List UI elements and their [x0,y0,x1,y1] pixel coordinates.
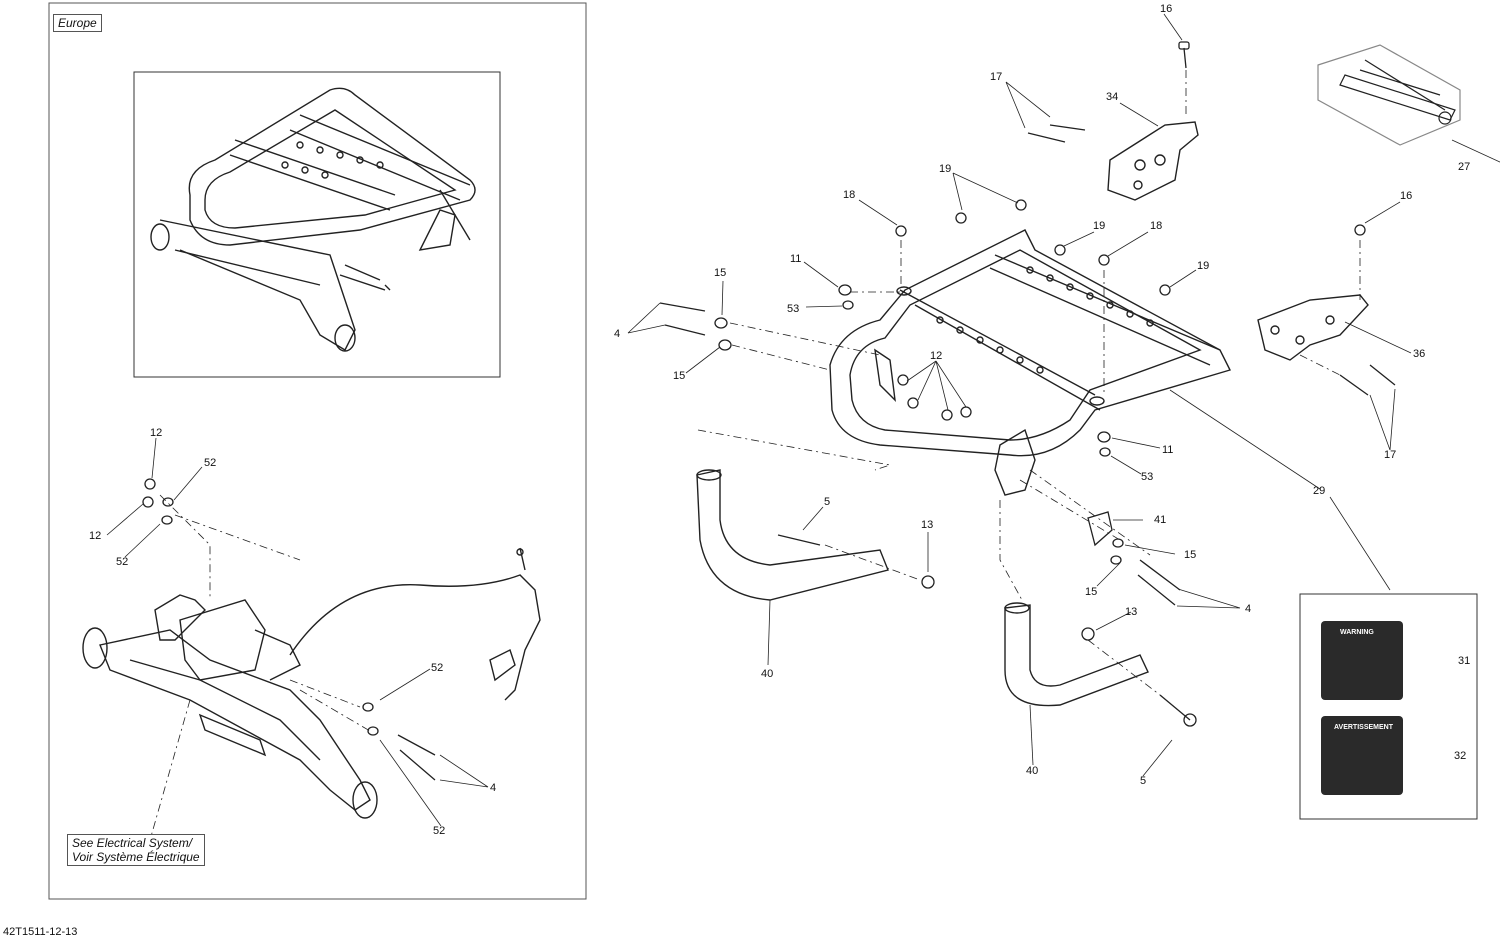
callout-29: 29 [1313,485,1325,497]
callout-32: 32 [1454,750,1466,762]
callout-5: 5 [1140,775,1146,787]
callout-19: 19 [939,163,951,175]
diagram-id: 42T1511-12-13 [3,926,78,938]
callout-4: 4 [614,328,620,340]
electrical-note-line-2: Voir Système Électrique [72,850,200,864]
callout-19: 19 [1197,260,1209,272]
callout-4: 4 [490,782,496,794]
callout-15: 15 [1085,586,1097,598]
callout-15: 15 [714,267,726,279]
callout-17: 17 [1384,449,1396,461]
callout-40: 40 [761,668,773,680]
callout-41: 41 [1154,514,1166,526]
left-panel-frame [48,2,587,900]
callout-12: 12 [150,427,162,439]
reference-view-frame [133,71,501,378]
main-rack-frame [829,229,1231,496]
callout-11: 11 [790,253,801,265]
footrest-tube-40-right [1004,602,1149,707]
callout-40: 40 [1026,765,1038,777]
callout-15: 15 [673,370,685,382]
avertissement-decal-32 [1321,716,1403,795]
callout-16: 16 [1400,190,1412,202]
callout-12: 12 [930,350,942,362]
callout-52: 52 [204,457,216,469]
taillight-bracket-illustration [82,547,541,819]
tow-hook-bracket-34 [1107,121,1199,201]
footrest-tube-40-left [696,469,889,601]
callout-5: 5 [824,496,830,508]
callout-15: 15 [1184,549,1196,561]
leader-lines [106,13,1500,827]
callout-52: 52 [431,662,443,674]
callout-34: 34 [1106,91,1118,103]
fasteners [142,41,1396,781]
bracket-36 [1257,294,1369,361]
warning-decal-title: WARNING [1340,629,1374,636]
callout-numbers: 16 17 34 27 19 18 19 18 19 16 11 15 53 4… [89,3,1470,837]
callout-52: 52 [116,556,128,568]
region-label: Europe [53,14,102,32]
tool-kit-27 [1317,44,1461,146]
callout-53: 53 [1141,471,1153,483]
reference-rack-illustration [150,87,476,352]
callout-27: 27 [1458,161,1470,173]
electrical-note-line-1: See Electrical System/ [72,836,193,850]
callout-16: 16 [1160,3,1172,15]
callout-19: 19 [1093,220,1105,232]
callout-52: 52 [433,825,445,837]
callout-13: 13 [1125,606,1137,618]
callout-11: 11 [1162,444,1173,456]
callout-4: 4 [1245,603,1251,615]
electrical-system-note: See Electrical System/ Voir Système Élec… [67,834,205,866]
callout-36: 36 [1413,348,1425,360]
avertissement-decal-title: AVERTISSEMENT [1334,724,1393,731]
callout-31: 31 [1458,655,1470,667]
assembly-lines [149,70,1361,841]
callout-53: 53 [787,303,799,315]
callout-12: 12 [89,530,101,542]
callout-13: 13 [921,519,933,531]
callout-17: 17 [990,71,1002,83]
callout-18: 18 [1150,220,1162,232]
callout-18: 18 [843,189,855,201]
warning-decal-31 [1321,621,1403,700]
